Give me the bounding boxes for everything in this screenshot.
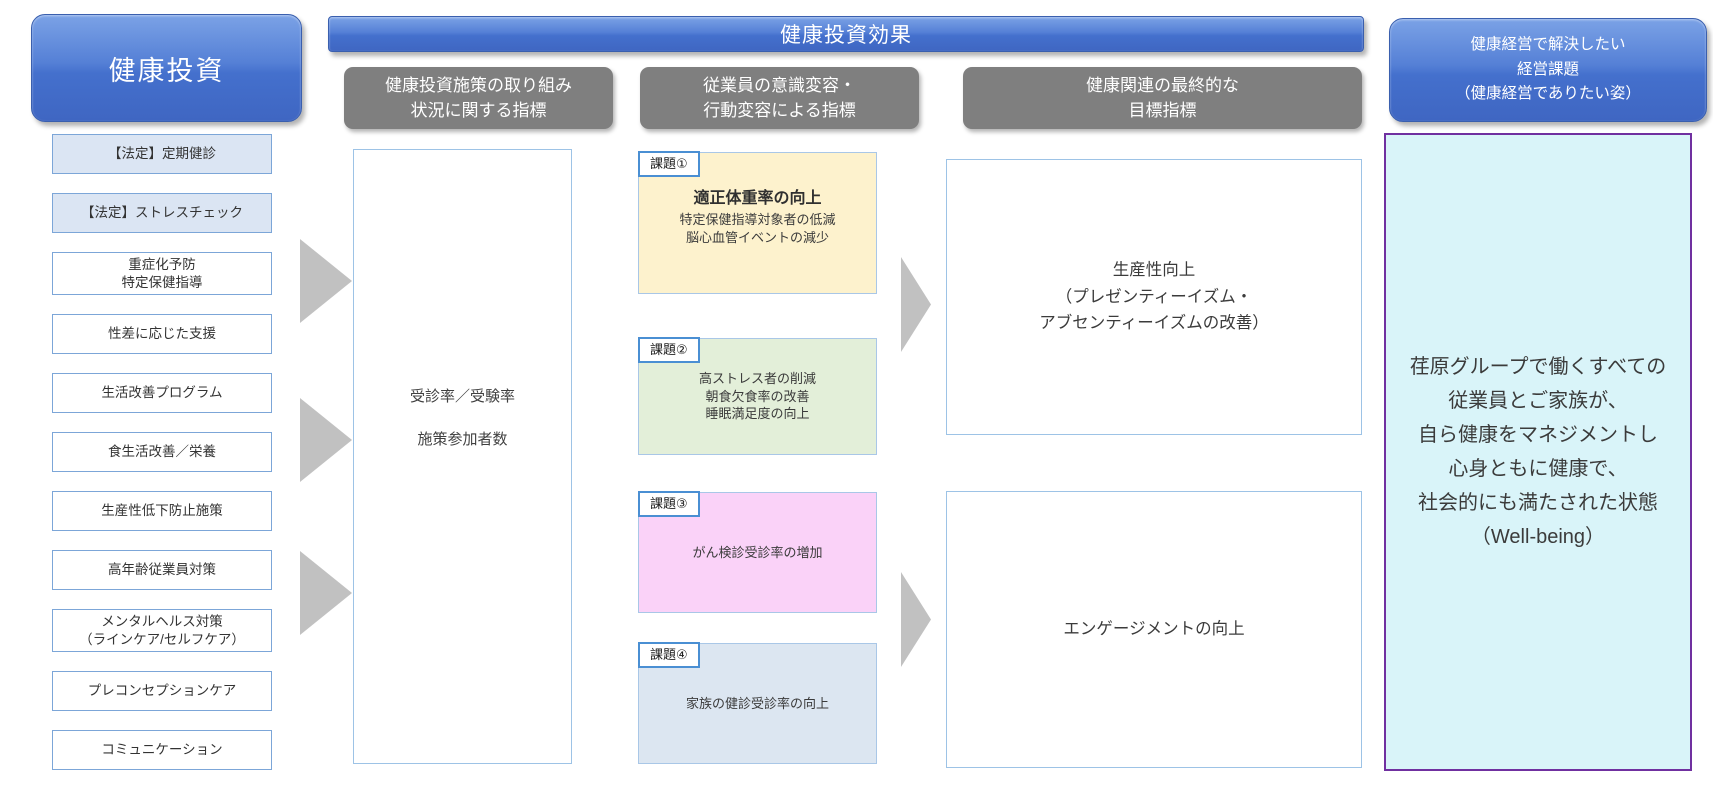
program-box-stress-check: 【法定】ストレスチェック	[52, 193, 272, 233]
issue-3-body: がん検診受診率の増加	[692, 544, 823, 560]
column-header-final-goal-indicators: 健康関連の最終的な 目標指標	[963, 67, 1362, 129]
issue-4-body: 家族の健診受診率の向上	[685, 695, 829, 711]
program-box-communication: コミュニケーション	[52, 730, 272, 771]
effect-banner-title: 健康投資効果	[780, 24, 912, 47]
issue-1-body: 特定保健指導対象者の低減 脳心血管イベントの減少	[679, 211, 836, 245]
effect-banner: 健康投資効果	[328, 16, 1364, 52]
issue-box-2: 課題② 高ストレス者の削減 朝食欠食率の改善 睡眠満足度の向上	[638, 337, 877, 455]
program-box-diet-nutrition: 食生活改善／栄養	[52, 432, 272, 473]
program-list: 【法定】定期健診 【法定】ストレスチェック 重症化予防 特定保健指導 性差に応じ…	[52, 134, 272, 771]
goal-box-engagement: エンゲージメントの向上	[946, 491, 1362, 768]
issue-tag-1: 課題①	[638, 151, 700, 177]
issue-tag-3: 課題③	[638, 491, 700, 517]
health-investment-header: 健康投資	[31, 14, 302, 122]
issue-tag-4: 課題④	[638, 642, 700, 668]
program-box-mental-health: メンタルヘルス対策 （ラインケア/セルフケア）	[52, 609, 272, 653]
column-header-behavior-indicators: 従業員の意識変容・ 行動変容による指標	[640, 67, 919, 129]
health-investment-title: 健康投資	[108, 55, 225, 86]
program-box-productivity-measures: 生産性低下防止施策	[52, 491, 272, 532]
participation-metrics-box: 受診率／受験率 施策参加者数	[353, 149, 572, 764]
right-arrow-icon	[901, 572, 931, 667]
issue-2-body: 高ストレス者の削減 朝食欠食率の改善 睡眠満足度の向上	[698, 371, 816, 422]
issue-1-title: 適正体重率の向上	[693, 189, 822, 207]
right-arrow-icon	[901, 257, 931, 352]
issue-box-4: 課題④ 家族の健診受診率の向上	[638, 642, 877, 764]
program-box-older-employees: 高年齢従業員対策	[52, 550, 272, 591]
right-arrow-icon	[300, 551, 352, 635]
issue-tag-2: 課題②	[638, 337, 700, 363]
right-arrow-icon	[300, 239, 352, 323]
metric-examination-rate: 受診率／受験率	[409, 387, 515, 405]
issue-box-3: 課題③ がん検診受診率の増加	[638, 491, 877, 613]
management-issue-header: 健康経営で解決したい 経営課題 （健康経営でありたい姿）	[1389, 18, 1707, 122]
right-arrow-icon	[300, 398, 352, 482]
program-box-severity-prevention: 重症化予防 特定保健指導	[52, 252, 272, 296]
goal-box-productivity: 生産性向上 （プレゼンティーイズム・ アブセンティーイズムの改善）	[946, 159, 1362, 435]
wellbeing-box: 荏原グループで働くすべての 従業員とご家族が、 自ら健康をマネジメントし 心身と…	[1384, 133, 1692, 771]
program-box-preconception-care: プレコンセプションケア	[52, 671, 272, 712]
column-header-initiative-indicators: 健康投資施策の取り組み 状況に関する指標	[344, 67, 613, 129]
program-box-periodic-checkup: 【法定】定期健診	[52, 134, 272, 174]
program-box-gender-support: 性差に応じた支援	[52, 314, 272, 355]
metric-participant-count: 施策参加者数	[417, 430, 508, 448]
issue-box-1: 課題① 適正体重率の向上 特定保健指導対象者の低減 脳心血管イベントの減少	[638, 151, 877, 294]
program-box-lifestyle-program: 生活改善プログラム	[52, 373, 272, 414]
